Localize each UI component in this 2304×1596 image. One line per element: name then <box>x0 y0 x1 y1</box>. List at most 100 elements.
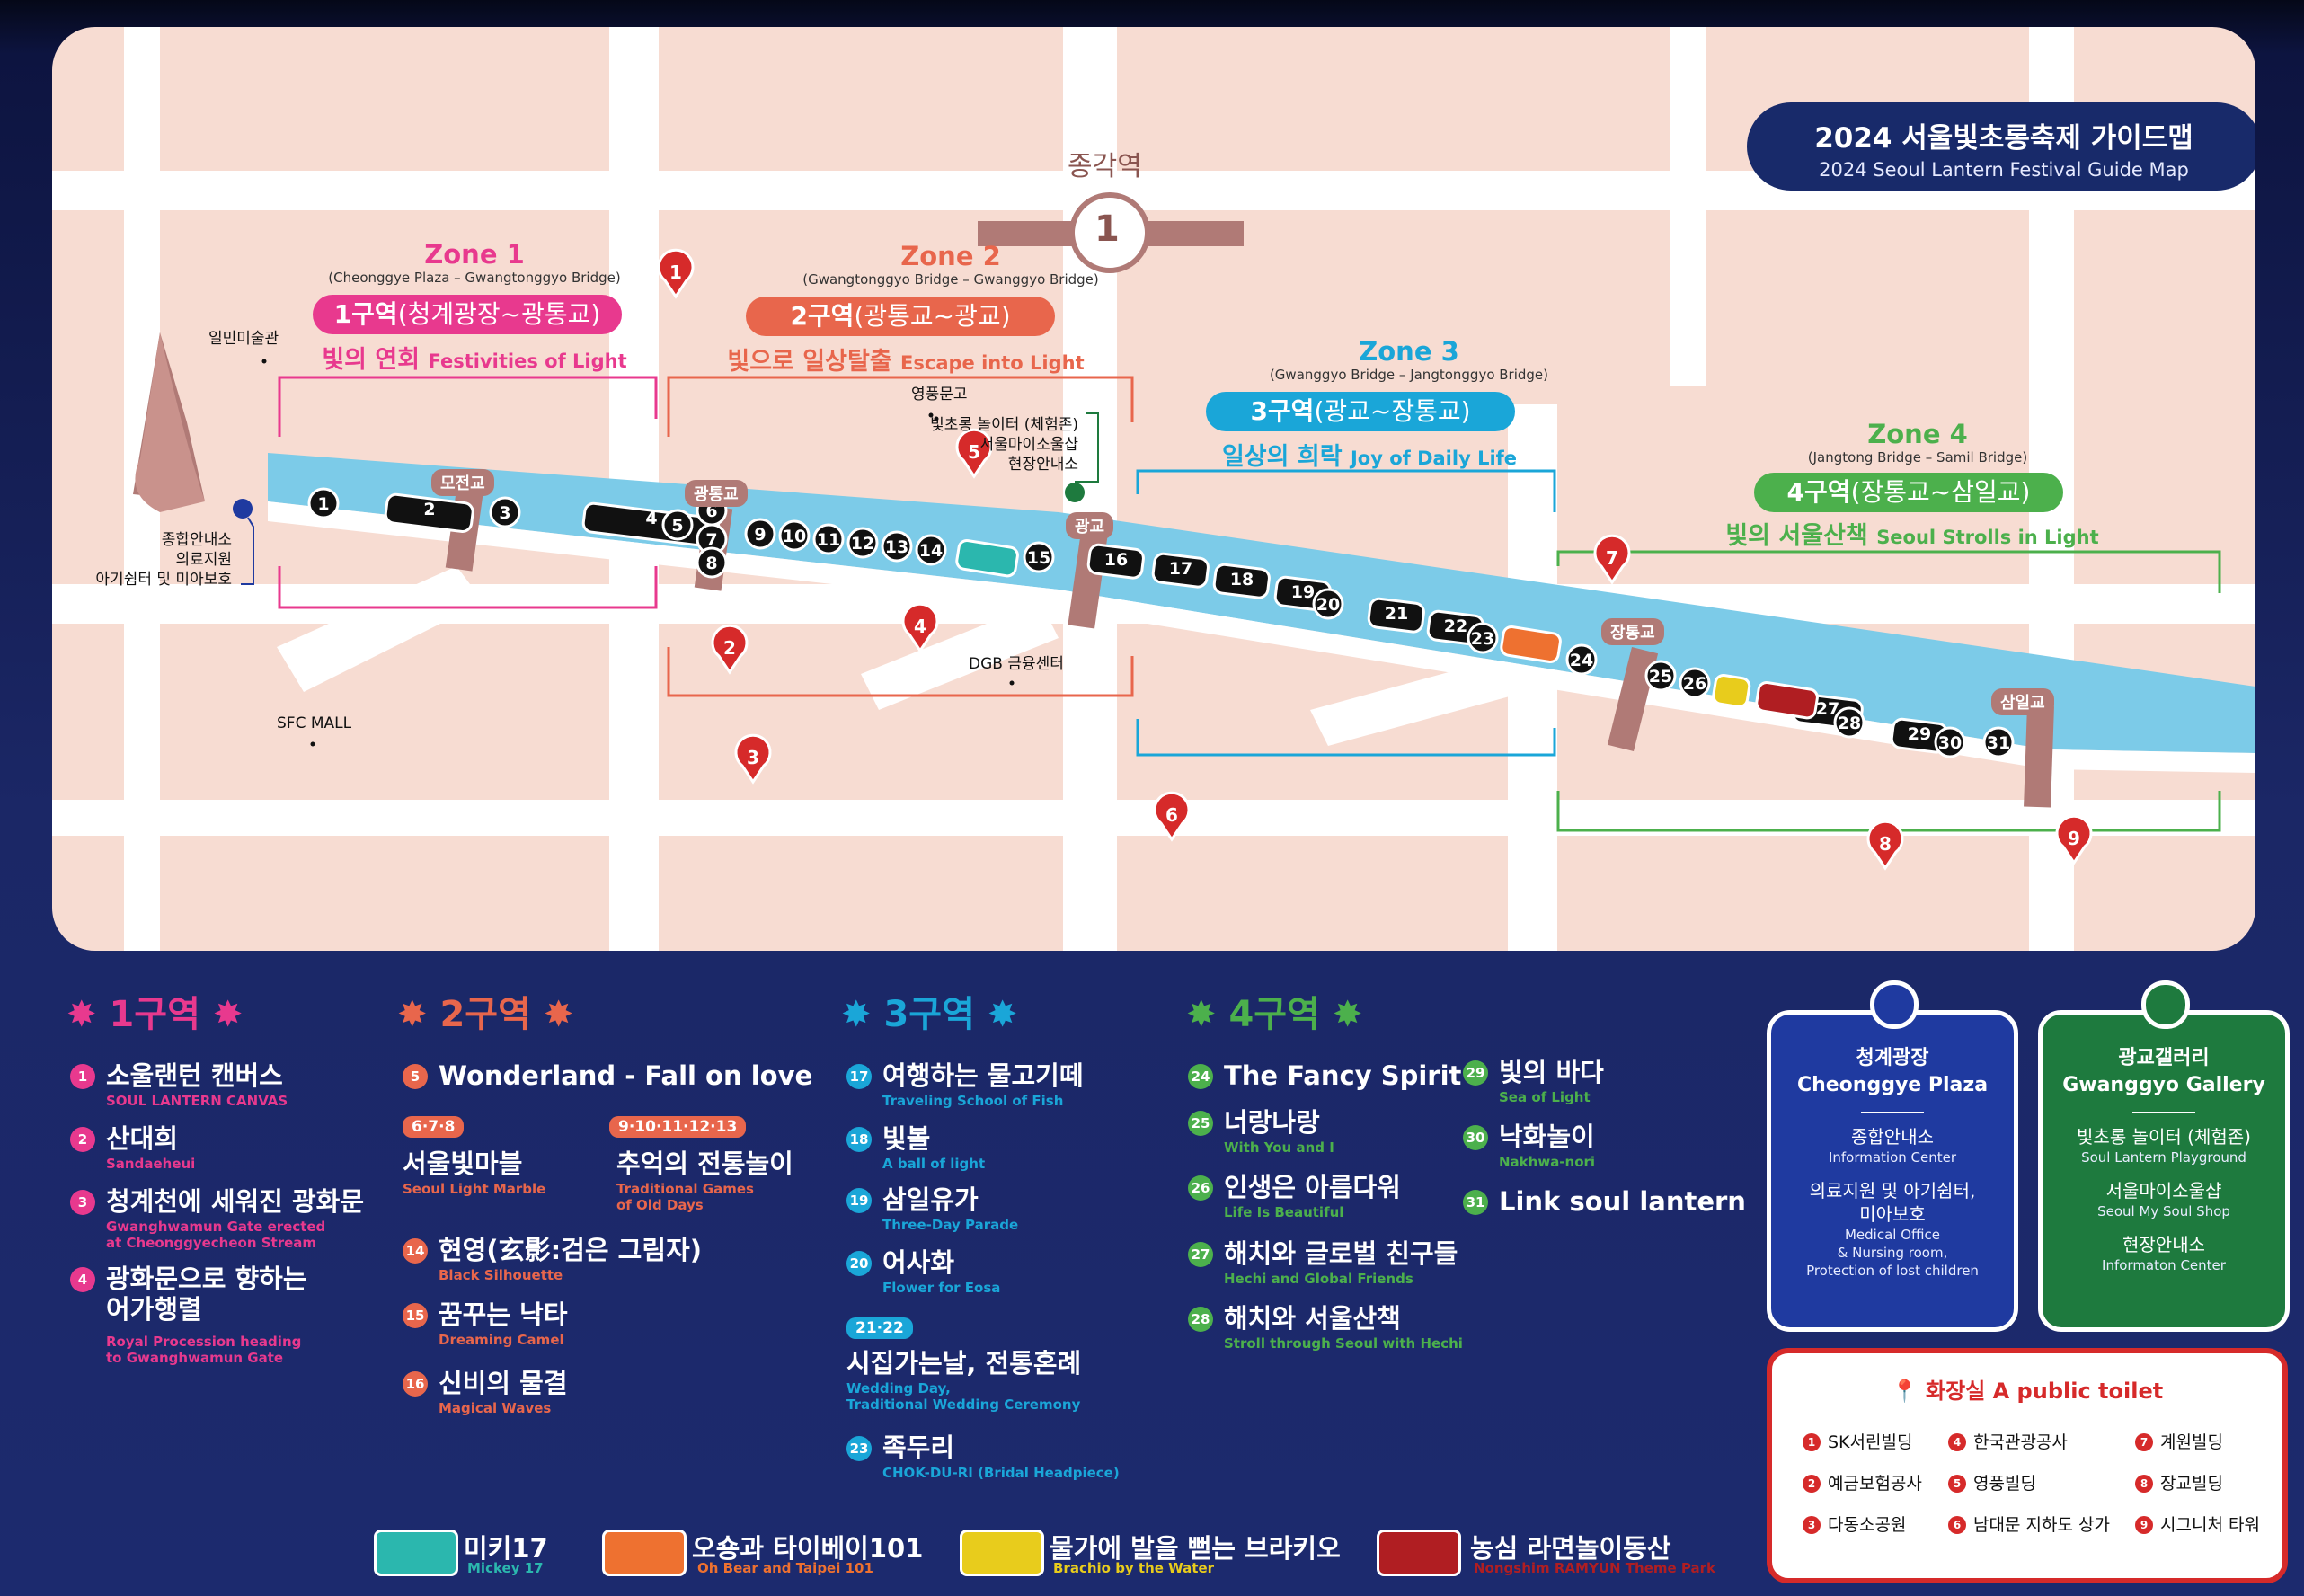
place-dgb: DGB 금융센터 <box>969 655 1064 673</box>
key-swatch-mickey <box>374 1530 458 1576</box>
svg-text:10: 10 <box>783 527 806 546</box>
lantern-marker-29[interactable]: 29 <box>1890 717 1948 754</box>
lantern-marker-9[interactable]: 9 <box>744 518 776 550</box>
svg-text:30: 30 <box>1938 733 1962 753</box>
svg-text:22: 22 <box>1444 616 1467 636</box>
lantern-marker-16[interactable]: 16 <box>1086 543 1145 580</box>
info-center-dot[interactable] <box>233 499 253 519</box>
svg-text:5: 5 <box>968 441 980 463</box>
key-label-en: Brachio by the Water <box>1053 1560 1215 1576</box>
lantern-tower-sculpture <box>133 332 205 512</box>
zone4-header: Zone 4 (Jangtong Bridge – Samil Bridge) <box>1747 419 2088 466</box>
zone2-legend-title: ✸ 2구역 ✸ <box>397 994 574 1035</box>
zone4-sub: (Jangtong Bridge – Samil Bridge) <box>1807 449 2028 466</box>
lantern-marker-21[interactable]: 21 <box>1367 597 1425 634</box>
attraction-block-0[interactable] <box>955 538 1019 578</box>
zone4-en: Zone 4 <box>1867 419 1968 449</box>
toilet-pin-1[interactable]: 1 <box>657 248 695 299</box>
lantern-marker-5[interactable]: 5 <box>661 509 694 541</box>
svg-text:6: 6 <box>1165 804 1178 826</box>
attraction-block-1[interactable] <box>1500 625 1562 664</box>
lantern-marker-13[interactable]: 13 <box>881 530 913 563</box>
lantern-marker-10[interactable]: 10 <box>778 519 811 552</box>
svg-text:23: 23 <box>1471 629 1494 649</box>
bridge-label-samilgyo: 삼일교 <box>1991 688 2054 715</box>
gallery-dot[interactable] <box>1065 483 1085 502</box>
zone2-header: Zone 2 (Gwangtonggyo Bridge – Gwanggyo B… <box>753 241 1148 288</box>
attraction-block-2[interactable] <box>1712 673 1751 708</box>
lantern-marker-7[interactable]: 7 <box>696 523 728 555</box>
map-title-en: 2024 Seoul Lantern Festival Guide Map <box>1819 159 2189 181</box>
bridge-label-jangtonggyo: 장통교 <box>1601 618 1664 645</box>
zone4-pill: 4구역(장통교~삼일교) <box>1754 473 2063 512</box>
svg-text:14: 14 <box>919 541 943 561</box>
svg-text:27: 27 <box>1816 699 1839 719</box>
svg-text:7: 7 <box>705 530 717 550</box>
jonggak-station <box>978 192 1244 273</box>
svg-text:20: 20 <box>1316 595 1340 615</box>
key-label-en: Mickey 17 <box>467 1560 544 1576</box>
svg-text:2: 2 <box>723 637 736 659</box>
zone1-theme: 빛의 연회 Festivities of Light <box>322 346 627 374</box>
lantern-marker-3[interactable]: 3 <box>489 496 521 528</box>
key-swatch-nongshim <box>1377 1530 1461 1576</box>
key-label: 농심 라면놀이동산 <box>1470 1533 1671 1564</box>
key-label-en: Nongshim RAMYUN Theme Park <box>1474 1560 1715 1576</box>
svg-text:24: 24 <box>1570 651 1593 670</box>
svg-text:11: 11 <box>817 530 840 550</box>
key-label: 물가에 발을 뻗는 브라키오 <box>1050 1533 1341 1564</box>
key-swatch-brachio <box>960 1530 1044 1576</box>
svg-text:31: 31 <box>1987 733 2010 753</box>
lantern-marker-1[interactable]: 1 <box>307 487 340 519</box>
toilet-title: 📍 화장실 A public toilet <box>1891 1379 2164 1404</box>
lantern-marker-8[interactable]: 8 <box>696 546 728 579</box>
toilet-pin-4[interactable]: 4 <box>901 602 939 653</box>
lantern-marker-11[interactable]: 11 <box>812 523 845 555</box>
lantern-marker-2[interactable]: 2 <box>384 492 474 533</box>
map-title-badge: 2024 서울빛초롱축제 가이드맵 2024 Seoul Lantern Fes… <box>1747 102 2255 191</box>
lantern-marker-26[interactable]: 26 <box>1679 667 1711 699</box>
lantern-marker-17[interactable]: 17 <box>1151 552 1210 589</box>
place-youngpung: 영풍문고 <box>911 386 968 403</box>
toilet-pin-7[interactable]: 7 <box>1593 534 1631 585</box>
lantern-marker-30[interactable]: 30 <box>1934 726 1966 758</box>
card-circle-icon <box>1870 980 1919 1029</box>
svg-text:28: 28 <box>1838 714 1861 733</box>
lantern-marker-23[interactable]: 23 <box>1467 622 1499 654</box>
zone3-legend-title: ✸ 3구역 ✸ <box>841 994 1018 1035</box>
toilet-pin-2[interactable]: 2 <box>711 624 749 675</box>
toilet-pin-6[interactable]: 6 <box>1153 791 1191 842</box>
toilet-pin-3[interactable]: 3 <box>734 733 772 785</box>
lantern-marker-12[interactable]: 12 <box>846 527 879 559</box>
zone4-theme: 빛의 서울산책 Seoul Strolls in Light <box>1725 522 2099 550</box>
lantern-marker-25[interactable]: 25 <box>1644 660 1677 692</box>
lantern-marker-24[interactable]: 24 <box>1565 643 1598 676</box>
lantern-marker-31[interactable]: 31 <box>1982 726 2015 758</box>
zone1-legend-title: ✸ 1구역 ✸ <box>66 994 244 1035</box>
toilet-pin-5[interactable]: 5 <box>955 428 993 479</box>
place-ilmin: 일민미술관 <box>208 330 279 348</box>
lantern-marker-20[interactable]: 20 <box>1312 588 1344 620</box>
lantern-marker-14[interactable]: 14 <box>915 534 947 566</box>
zone1-header: Zone 1 (Cheonggye Plaza – Gwangtonggyo B… <box>322 239 627 286</box>
station-name: 종각역 <box>1068 151 1142 182</box>
attraction-block-3[interactable] <box>1755 680 1819 720</box>
lantern-marker-28[interactable]: 28 <box>1833 706 1865 739</box>
zone1-pill: 1구역(청계광장~광통교) <box>313 295 622 334</box>
lantern-marker-18[interactable]: 18 <box>1212 563 1271 599</box>
zone1-sub: (Cheonggye Plaza – Gwangtonggyo Bridge) <box>328 270 621 286</box>
svg-text:8: 8 <box>1879 833 1892 855</box>
toilet-pin-9[interactable]: 9 <box>2055 814 2093 865</box>
lantern-marker-15[interactable]: 15 <box>1023 541 1055 573</box>
toilet-pin-8[interactable]: 8 <box>1866 820 1904 871</box>
key-label: 오숑과 타이베이101 <box>692 1533 924 1564</box>
